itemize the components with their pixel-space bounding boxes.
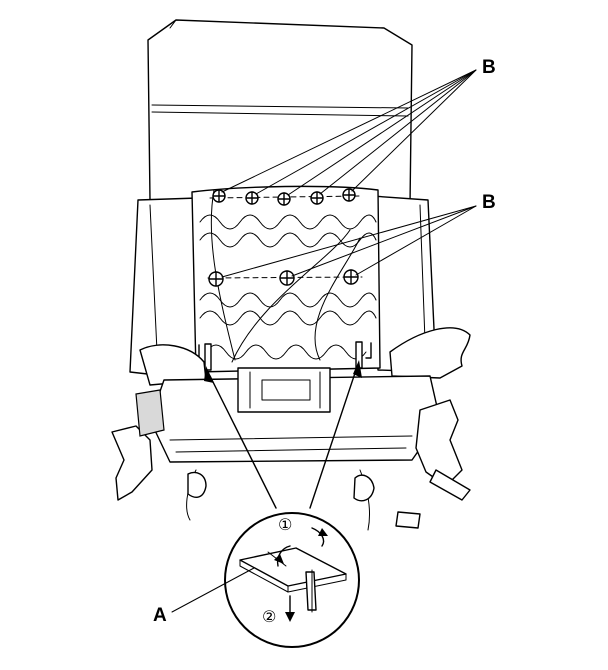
hog-ring bbox=[277, 192, 291, 206]
callout-b-upper-label: B bbox=[482, 57, 496, 78]
hog-ring bbox=[245, 191, 259, 205]
hog-ring bbox=[212, 189, 226, 203]
seat-back-cover-flap bbox=[147, 19, 413, 206]
hog-ring bbox=[310, 191, 324, 205]
step-1-label: ① bbox=[278, 515, 292, 534]
seat-lower-frame bbox=[111, 327, 471, 531]
hog-rings-middle-row bbox=[207, 269, 363, 287]
hog-ring-leader-lines bbox=[221, 69, 477, 278]
hog-ring bbox=[279, 270, 295, 286]
callout-b-lower-label: B bbox=[482, 192, 496, 213]
callout-a: A bbox=[153, 567, 255, 626]
hog-ring bbox=[343, 269, 359, 285]
hog-ring bbox=[208, 271, 224, 287]
callout-a-label: A bbox=[153, 605, 167, 626]
step-2-label: ② bbox=[262, 607, 276, 626]
hog-ring bbox=[342, 188, 356, 202]
detail-pointer-arrows bbox=[204, 360, 362, 509]
hog-rings-upper-row bbox=[209, 188, 361, 206]
clip-detail-view: ① ② bbox=[224, 512, 360, 648]
